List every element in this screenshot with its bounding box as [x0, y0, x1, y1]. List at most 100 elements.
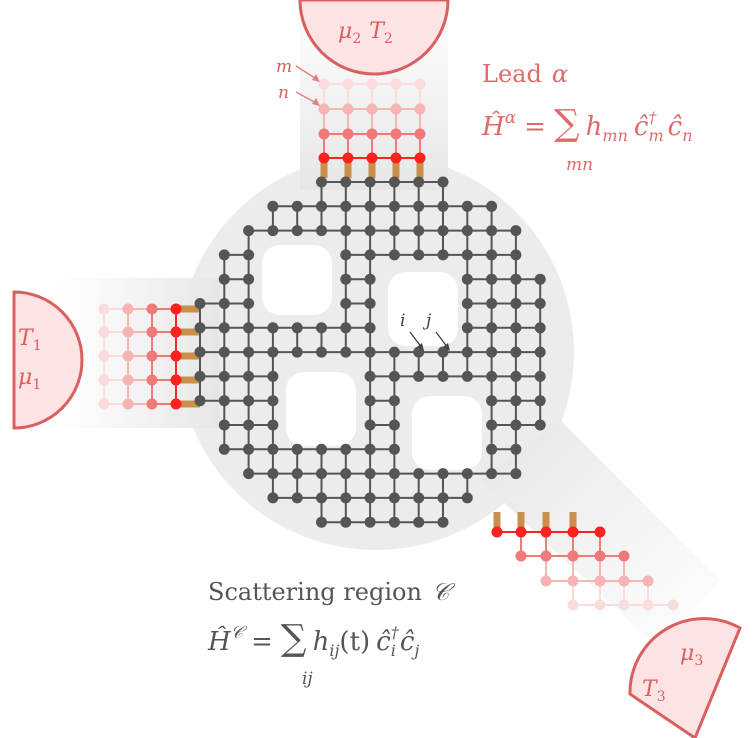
lattice-site	[194, 395, 206, 407]
scattering-symbol: 𝒞	[432, 578, 456, 606]
lead-site	[515, 526, 527, 538]
lattice-site	[461, 370, 473, 382]
lattice-site	[413, 225, 425, 237]
lead-site	[146, 374, 158, 386]
lattice-site	[486, 273, 498, 285]
lattice-site	[243, 225, 255, 237]
lattice-site	[243, 395, 255, 407]
lead-site	[170, 350, 182, 362]
lattice-site	[510, 322, 522, 334]
lattice-site	[413, 176, 425, 188]
lattice-site	[461, 249, 473, 261]
lattice-site	[218, 346, 230, 358]
lattice-site	[388, 419, 400, 431]
lattice-site	[316, 516, 327, 528]
lead-site	[567, 599, 579, 611]
lattice-site	[243, 370, 255, 382]
lattice-site	[534, 273, 546, 285]
lead-site	[98, 303, 110, 315]
lead1-mu: μ	[18, 365, 32, 390]
lead3-T-sub: 3	[657, 689, 666, 705]
lattice-site	[267, 492, 279, 504]
lattice-site	[340, 443, 352, 455]
lattice-site	[194, 322, 206, 334]
lattice-site	[364, 298, 376, 309]
lattice-site	[510, 298, 522, 309]
lead-site	[594, 575, 606, 587]
lead-site	[567, 575, 579, 587]
lead-site	[540, 550, 552, 562]
lattice-site	[218, 443, 230, 455]
lattice-site	[486, 443, 498, 455]
lattice-site	[364, 492, 376, 504]
lattice-site	[364, 249, 376, 261]
lattice-site	[486, 395, 498, 407]
lattice-site	[364, 273, 376, 285]
lattice-site	[413, 200, 425, 212]
site-label-n: n	[278, 83, 289, 103]
lattice-site	[218, 298, 230, 309]
lead-site	[390, 128, 402, 140]
lattice-site	[316, 443, 327, 455]
lattice-site	[461, 468, 473, 480]
lattice-site	[461, 492, 473, 504]
lattice-site	[243, 468, 255, 480]
lead-site-labels: m n	[276, 57, 320, 106]
lead-site	[540, 575, 552, 587]
lattice-site	[267, 346, 279, 358]
lattice-site	[218, 322, 230, 334]
lattice-site	[437, 492, 449, 504]
lead-site	[594, 526, 606, 538]
lead-site	[170, 326, 182, 338]
lead-site	[366, 103, 378, 115]
lattice-site	[243, 443, 255, 455]
lattice-site	[194, 298, 206, 309]
lead-site	[618, 575, 630, 587]
lead1-T: T	[18, 326, 35, 351]
lattice-site	[364, 419, 376, 431]
lattice-site	[388, 516, 400, 528]
lead-site	[390, 152, 402, 164]
lattice-site	[437, 516, 449, 528]
lead-site	[342, 128, 354, 140]
lattice-site	[486, 249, 498, 261]
lattice-site	[388, 492, 400, 504]
lead-site	[414, 103, 426, 115]
lead-site	[366, 152, 378, 164]
lattice-site	[267, 468, 279, 480]
lead2-T: T	[369, 19, 386, 44]
lead-site	[122, 326, 134, 338]
lattice-site	[510, 225, 522, 237]
lead-site	[170, 303, 182, 315]
lattice-site	[486, 200, 498, 212]
lattice-site	[243, 273, 255, 285]
lattice-site	[437, 346, 449, 358]
lattice-site	[510, 346, 522, 358]
lead-site	[170, 374, 182, 386]
lattice-site	[243, 298, 255, 309]
lattice-site	[437, 370, 449, 382]
lead-site	[594, 550, 606, 562]
lead-site	[122, 350, 134, 362]
lattice-site	[437, 249, 449, 261]
lattice-site	[437, 468, 449, 480]
lattice-site	[340, 273, 352, 285]
lattice-site	[437, 200, 449, 212]
lattice-site	[413, 249, 425, 261]
lattice-site	[291, 443, 303, 455]
lattice-site	[316, 492, 327, 504]
lattice-site	[340, 322, 352, 334]
lattice-site	[364, 468, 376, 480]
lattice-site	[486, 370, 498, 382]
lattice-site	[340, 346, 352, 358]
lead-site	[122, 374, 134, 386]
lead-site	[122, 303, 134, 315]
lead2-T-sub: 2	[384, 31, 393, 47]
lattice-site	[364, 200, 376, 212]
